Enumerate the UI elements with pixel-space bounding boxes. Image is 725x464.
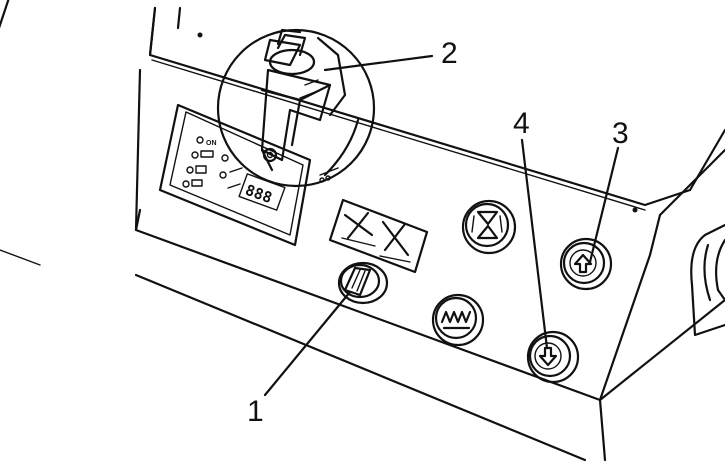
down-arrow-icon (538, 346, 558, 367)
down-arrow-button[interactable] (526, 330, 580, 384)
indicator-led-6 (219, 171, 227, 179)
leader-4 (520, 138, 549, 350)
indicator-label-on: ON (206, 140, 217, 147)
mode-button-top[interactable] (461, 199, 517, 255)
callout-2: 2 (441, 37, 458, 70)
up-arrow-button[interactable] (559, 237, 613, 291)
callout-leaders (263, 54, 620, 397)
indicator-led-3 (186, 166, 194, 174)
leader-1 (263, 290, 352, 397)
callout-4: 4 (513, 107, 530, 140)
side-motor-housing (690, 223, 725, 337)
leader-2 (323, 54, 434, 72)
logo-plate (328, 198, 429, 274)
leader-3 (588, 146, 620, 264)
logo-glyph-left (343, 211, 374, 240)
indicator-led-5 (221, 154, 229, 162)
indicator-led-2 (191, 151, 199, 159)
detail-magnifier (216, 28, 376, 188)
segment-display: 888 (243, 181, 275, 207)
callout-1: 1 (247, 395, 264, 428)
up-arrow-icon (573, 253, 593, 274)
callout-3: 3 (612, 117, 629, 150)
mode-button-bottom[interactable] (431, 293, 485, 347)
indicator-led-on (196, 136, 204, 144)
display-panel: ON 888 (158, 103, 312, 247)
rotary-knob[interactable] (337, 261, 389, 305)
indicator-led-4 (182, 180, 190, 188)
logo-glyph-right (381, 220, 410, 257)
